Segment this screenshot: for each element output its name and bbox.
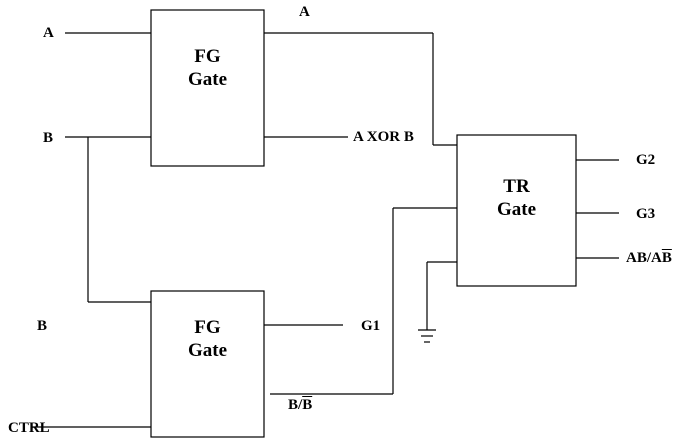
label-ctrl: CTRL <box>8 420 50 436</box>
label-axorb: A XOR B <box>353 129 414 145</box>
label-a-output: A <box>299 4 310 20</box>
label-b-bbar: B/B <box>288 397 312 413</box>
tr-gate-box <box>456 134 577 287</box>
label-b-bbar-text: B/ <box>288 397 303 413</box>
label-b-input-2: B <box>37 318 48 334</box>
tr-gate-line2: Gate <box>496 199 537 220</box>
fg-gate-bottom-label: FG Gate <box>151 316 264 362</box>
fg-gate-bottom-line2: Gate <box>187 340 228 361</box>
label-a-input: A <box>43 25 54 41</box>
fg-gate-bottom-box <box>150 290 265 438</box>
label-g2: G2 <box>636 152 656 168</box>
fg-gate-top-label: FG Gate <box>151 45 264 91</box>
fg-gate-top-line1: FG <box>194 46 221 67</box>
label-b-bbar-overline: B <box>302 397 313 413</box>
fg-gate-top-line2: Gate <box>187 69 228 90</box>
label-g3: G3 <box>636 206 656 222</box>
label-ab-abar: AB/AB <box>626 250 672 266</box>
label-b-input: B <box>43 130 54 146</box>
tr-gate-label: TR Gate <box>457 175 576 221</box>
fg-gate-top-box <box>150 9 265 167</box>
label-ab-text: AB/A <box>626 250 662 266</box>
label-ab-overline: B <box>661 250 672 266</box>
label-g1: G1 <box>361 318 381 334</box>
tr-gate-line1: TR <box>503 176 530 197</box>
fg-gate-bottom-line1: FG <box>194 317 221 338</box>
